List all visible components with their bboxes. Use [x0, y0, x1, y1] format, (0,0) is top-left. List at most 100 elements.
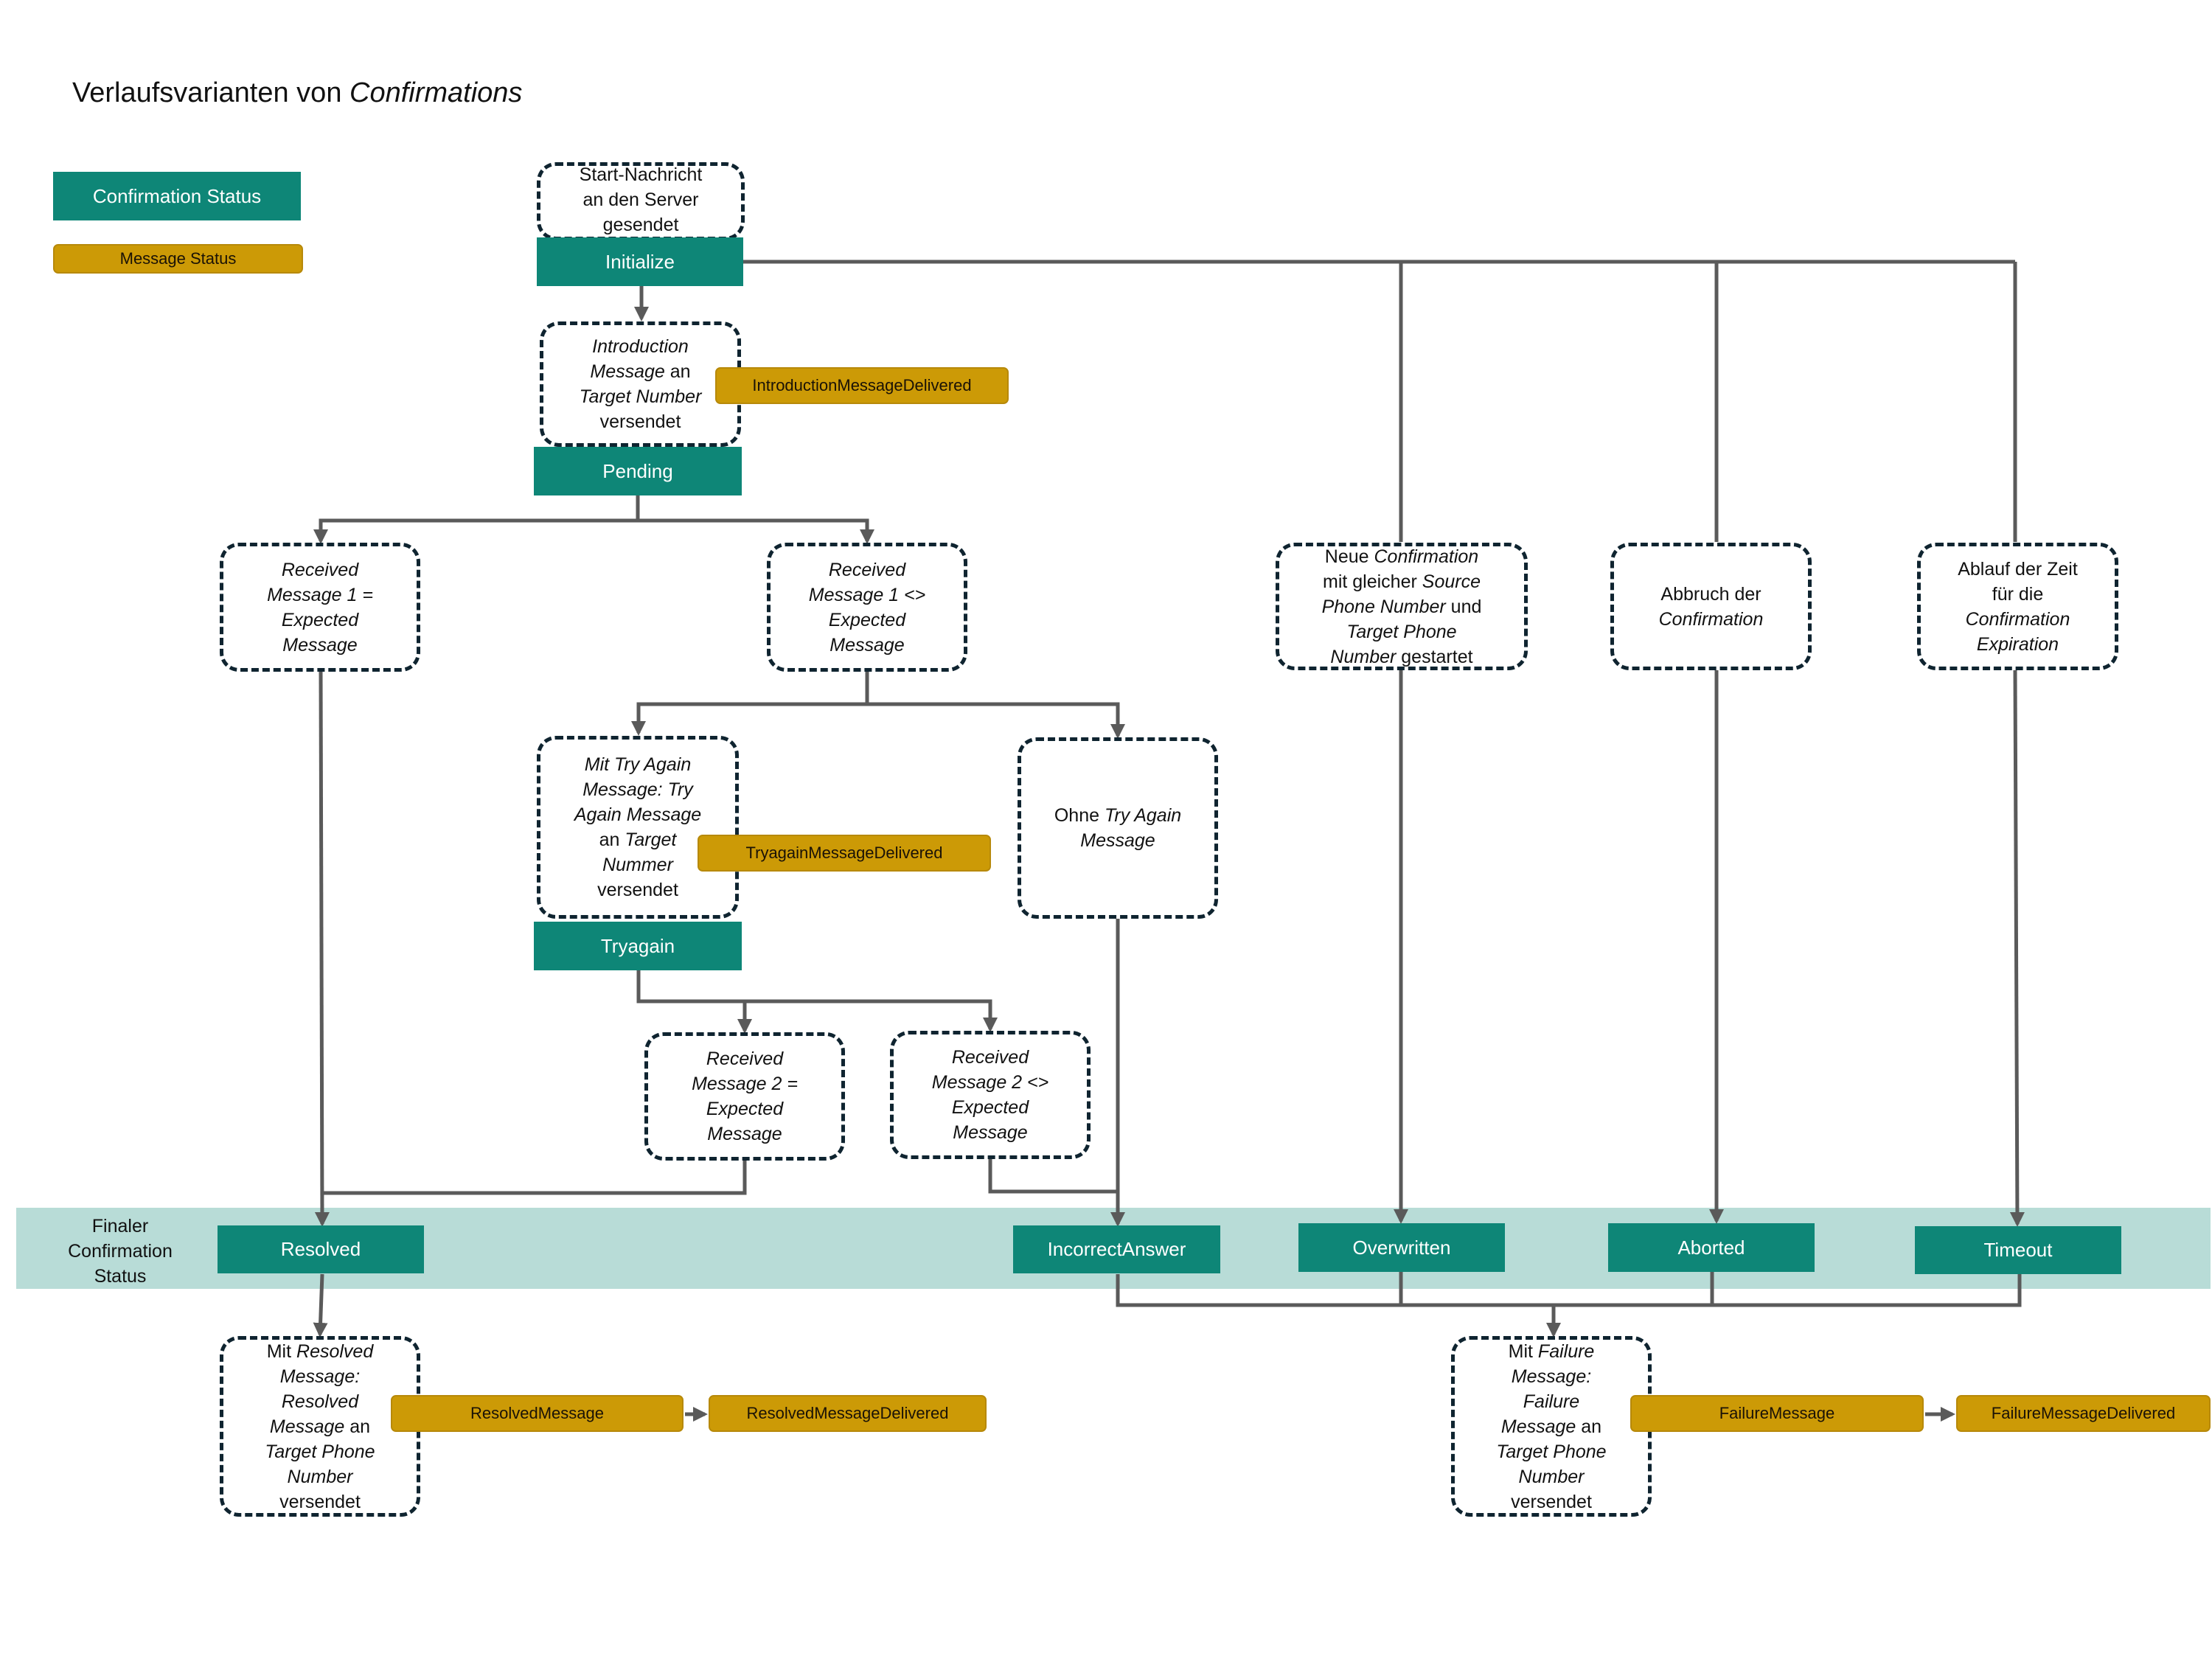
node-text-line: Start-Nachricht: [580, 162, 703, 187]
node-text-italic: Message: [1500, 1416, 1576, 1437]
node-text-line: Message 2 <>: [932, 1070, 1048, 1095]
page-title: Verlaufsvarianten von Confirmations: [72, 77, 522, 109]
node-text-line: Mit Failure: [1496, 1339, 1606, 1364]
edge-failure-collector: [1116, 1274, 2022, 1307]
node-text-italic: Expected: [951, 1097, 1029, 1118]
node-text-italic: Message: [707, 1124, 782, 1144]
node-text-italic: Message 2 <>: [931, 1072, 1049, 1093]
status-aborted: Aborted: [1608, 1223, 1815, 1272]
node-text-line: Target Phone: [1496, 1439, 1606, 1464]
node-text-italic: Target Phone: [1496, 1441, 1607, 1462]
node-text-italic: Received: [281, 559, 359, 580]
edge-recv1ne-split: [631, 671, 869, 736]
node-text-italic: Message: [590, 361, 665, 382]
node-text-italic: Received: [828, 559, 906, 580]
edge-tryagain-split-right: [745, 999, 998, 1032]
node-text-italic: Mit Try Again: [584, 754, 692, 775]
node-text-line: Received: [932, 1045, 1048, 1070]
node-text-italic: Resolved: [281, 1391, 359, 1412]
node-text-line: Expected: [267, 608, 373, 633]
node-text-line: Expected: [692, 1096, 798, 1121]
node-text-plain: an: [599, 830, 625, 850]
node-text-plain: an: [1576, 1416, 1602, 1437]
node-text-line: Message 2 =: [692, 1071, 798, 1096]
node-text-italic: Failure: [1537, 1340, 1595, 1362]
status-tryagain: Tryagain: [534, 922, 742, 970]
node-text-line: Confirmation: [1659, 607, 1764, 632]
node-text-line: Message 1 =: [267, 582, 373, 608]
node-text-italic: Expiration: [1976, 633, 2059, 655]
node-text-line: Message an: [265, 1414, 375, 1439]
node-text-italic: Target Phone: [265, 1441, 375, 1462]
node-text-plain: Neue: [1324, 546, 1374, 567]
edge-pending-split-right: [638, 518, 874, 544]
node-text-italic: Confirmation: [1965, 608, 2070, 630]
edge-expire-timeout: [2009, 669, 2025, 1227]
node-text-italic: Message 1 =: [267, 584, 373, 605]
msg-resolved-delivered: ResolvedMessageDelivered: [709, 1395, 987, 1432]
node-text-line: Number: [265, 1464, 375, 1489]
edge-recv2ne-incorrect: [988, 1158, 1118, 1194]
node-text-line: Number: [1496, 1464, 1606, 1489]
node-text-plain: Mit: [266, 1340, 297, 1362]
node-text-line: Received: [809, 557, 925, 582]
node-text-line: Expected: [809, 608, 925, 633]
status-resolved: Resolved: [218, 1225, 424, 1273]
node-text-plain: an: [664, 361, 691, 382]
node-text-line: Received: [692, 1046, 798, 1071]
node-text-line: Ablauf der Zeit: [1958, 557, 2078, 582]
node-text-line: Received: [267, 557, 373, 582]
node-text-italic: Target Number: [579, 386, 702, 407]
node-text-italic: Failure: [1523, 1391, 1580, 1412]
title-italic: Confirmations: [349, 77, 523, 108]
edge-pending-split: [313, 494, 640, 544]
node-text-line: Message:: [265, 1364, 375, 1389]
node-text-italic: Message 1 <>: [808, 584, 926, 605]
node-text-line: Message an: [1496, 1414, 1606, 1439]
status-incorrect-answer: IncorrectAnswer: [1013, 1225, 1220, 1273]
msg-introduction-delivered: IntroductionMessageDelivered: [715, 367, 1009, 404]
node-text-italic: Received: [951, 1047, 1029, 1068]
node-text-plain: Mit: [1508, 1340, 1538, 1362]
node-text-italic: Message: [269, 1416, 345, 1437]
node-text-plain: Start-Nachricht: [579, 164, 703, 185]
msg-failure-message: FailureMessage: [1630, 1395, 1924, 1432]
node-text-plain: versendet: [279, 1491, 361, 1512]
node-text-plain: an den Server: [582, 189, 699, 210]
node-text-line: Target Phone: [1322, 619, 1482, 644]
node-text-line: Message: [267, 633, 373, 658]
node-text-italic: Phone Number: [1321, 596, 1446, 617]
node-text-italic: Confirmation: [1374, 546, 1479, 567]
node-text-line: Expiration: [1958, 632, 2078, 657]
node-text-line: Message: [1054, 828, 1181, 853]
node-text-line: Mit Try Again: [574, 752, 701, 777]
node-text-plain: und: [1445, 596, 1482, 617]
node-text-line: Resolved: [265, 1389, 375, 1414]
node-text-line: Confirmation: [1958, 607, 2078, 632]
node-text-italic: Message: [1080, 830, 1155, 851]
node-text-italic: Expected: [706, 1099, 784, 1119]
node-text-italic: Target Phone: [1346, 621, 1457, 642]
node-text-italic: Introduction: [592, 336, 689, 357]
node-text-line: Number gestartet: [1322, 644, 1482, 669]
node-text-line: Message: [692, 1121, 798, 1147]
node-text-line: Message: [809, 633, 925, 658]
node-text-line: Message: Try: [574, 777, 701, 802]
node-text-line: Mit Resolved: [265, 1339, 375, 1364]
node-text-line: versendet: [574, 877, 701, 902]
node-text-plain: versendet: [599, 411, 681, 432]
